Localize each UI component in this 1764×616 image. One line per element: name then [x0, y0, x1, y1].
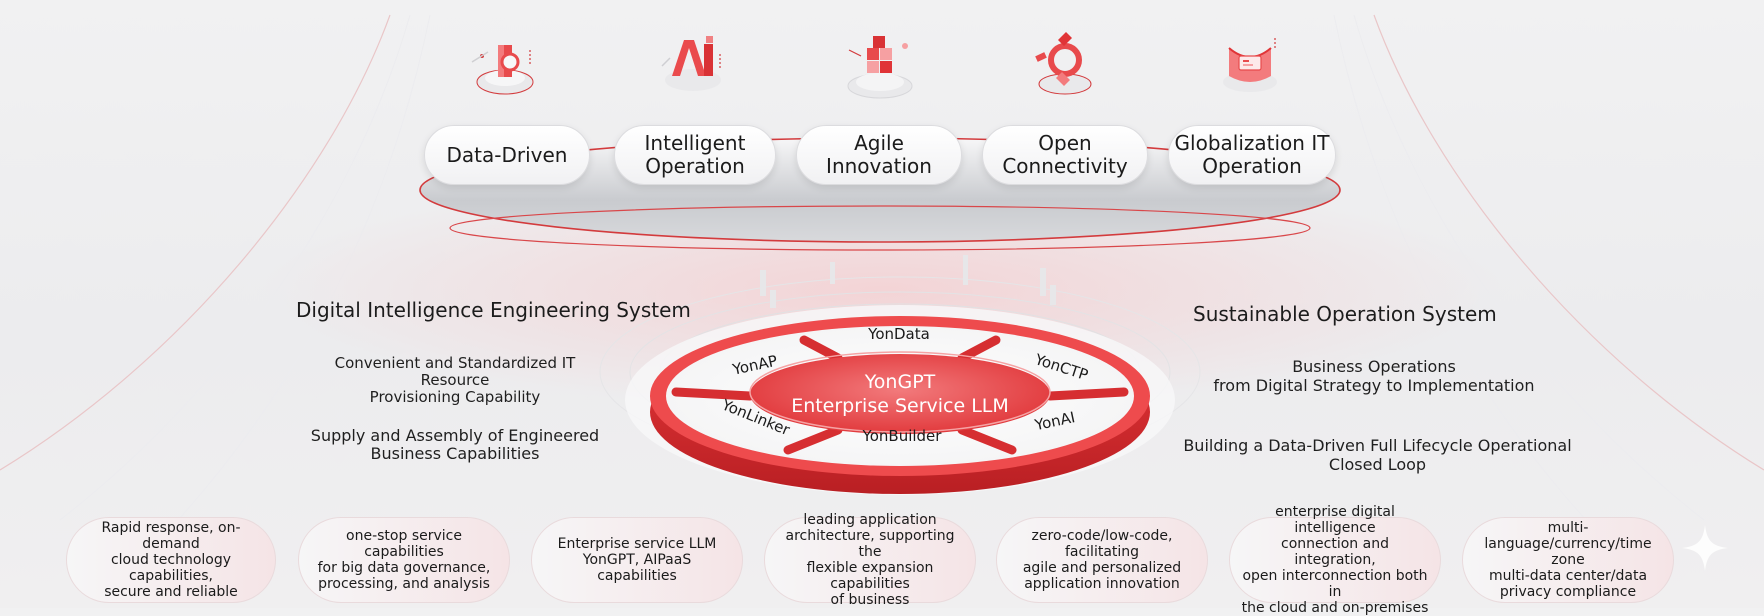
pillar-intelligent-operation: Intelligent Operation [614, 125, 776, 185]
item-line: from Digital Strategy to Implementation [1213, 376, 1535, 395]
globe-screen-icon [1223, 38, 1277, 92]
ai-letters-icon [661, 36, 721, 91]
capability-pill: zero-code/low-code, facilitating agile a… [996, 517, 1208, 603]
pillar-label: Agile [854, 131, 904, 155]
capability-line: YonGPT, AIPaaS capabilities [582, 552, 692, 584]
segment-yondata: YonData [867, 325, 930, 343]
pillar-label: Data-Driven [446, 142, 568, 167]
center-title: YonGPT [864, 371, 936, 393]
capability-line: secure and reliable [104, 584, 238, 600]
pillar-label: Open [1038, 131, 1092, 155]
item-line: Business Capabilities [370, 444, 540, 463]
capability-line: cloud technology capabilities, [110, 552, 232, 584]
item-line: Business Operations [1292, 357, 1456, 376]
segment-yonbuilder: YonBuilder [862, 427, 943, 445]
capability-line: the cloud and on-premises [1241, 600, 1429, 616]
capability-pill: Rapid response, on-demand cloud technolo… [66, 517, 276, 603]
left-system-item: Convenient and Standardized IT Resource … [300, 355, 610, 406]
capability-line: agile and personalized [1022, 560, 1182, 576]
capability-pill: leading application architecture, suppor… [764, 512, 976, 608]
capability-line: language/currency/time zone [1484, 536, 1652, 568]
capability-pill: Enterprise service LLM YonGPT, AIPaaS ca… [531, 517, 743, 603]
capability-line: Enterprise service LLM [557, 536, 717, 552]
pillar-data-driven: Data-Driven [424, 125, 590, 185]
sparkle-icon [1682, 525, 1728, 571]
right-system-item: Business Operations from Digital Strateg… [1204, 357, 1544, 395]
capability-line: enterprise digital intelligence [1275, 504, 1395, 536]
data-chart-icon [471, 45, 534, 95]
right-system-item: Building a Data-Driven Full Lifecycle Op… [1180, 436, 1575, 474]
cube-blocks-icon [847, 36, 913, 99]
capability-line: privacy compliance [1499, 584, 1637, 600]
item-line: Convenient and Standardized IT Resource [334, 354, 576, 389]
capability-line: one-stop service capabilities [346, 528, 462, 560]
pillar-open-connectivity: Open Connectivity [982, 125, 1148, 185]
item-line: Provisioning Capability [369, 388, 541, 406]
capability-pill: one-stop service capabilities for big da… [298, 517, 510, 603]
pillar-label: Operation [1202, 154, 1302, 178]
capability-line: application innovation [1024, 576, 1180, 592]
capability-pill: multi- language/currency/time zone multi… [1462, 517, 1674, 603]
capability-line: of business [830, 592, 910, 608]
capability-line: for big data governance, [317, 560, 491, 576]
capability-line: multi-data center/data [1488, 568, 1648, 584]
capability-line: flexible expansion capabilities [806, 560, 934, 592]
capability-line: connection and integration, [1281, 536, 1389, 568]
pillar-label: Connectivity [1002, 154, 1128, 178]
pillar-label: Globalization IT [1174, 131, 1330, 155]
left-system-item: Supply and Assembly of Engineered Busine… [300, 427, 610, 463]
yongpt-disc: YonGPT Enterprise Service LLM YonData Yo… [650, 316, 1150, 494]
capability-line: processing, and analysis [318, 576, 490, 592]
pillar-label: Innovation [826, 154, 932, 178]
connection-plug-icon [1035, 32, 1092, 95]
capability-line: open interconnection both in [1242, 568, 1428, 600]
capability-line: leading application [803, 512, 937, 528]
item-line: Closed Loop [1328, 455, 1427, 474]
item-line: Supply and Assembly of Engineered [310, 426, 600, 445]
left-system-title: Digital Intelligence Engineering System [296, 298, 691, 322]
capability-line: Rapid response, on-demand [101, 520, 241, 552]
pillar-label: Intelligent [644, 131, 746, 155]
right-system-title: Sustainable Operation System [1193, 302, 1497, 326]
pillar-agile-innovation: Agile Innovation [796, 125, 962, 185]
capability-pill: enterprise digital intelligence connecti… [1229, 504, 1441, 616]
center-subtitle: Enterprise Service LLM [791, 395, 1009, 417]
item-line: Building a Data-Driven Full Lifecycle Op… [1183, 436, 1572, 455]
capability-line: zero-code/low-code, facilitating [1031, 528, 1173, 560]
capability-line: multi- [1547, 520, 1589, 536]
capability-line: architecture, supporting the [785, 528, 955, 560]
pillar-globalization-it-operation: Globalization IT Operation [1168, 125, 1336, 185]
pillar-label: Operation [645, 154, 745, 178]
